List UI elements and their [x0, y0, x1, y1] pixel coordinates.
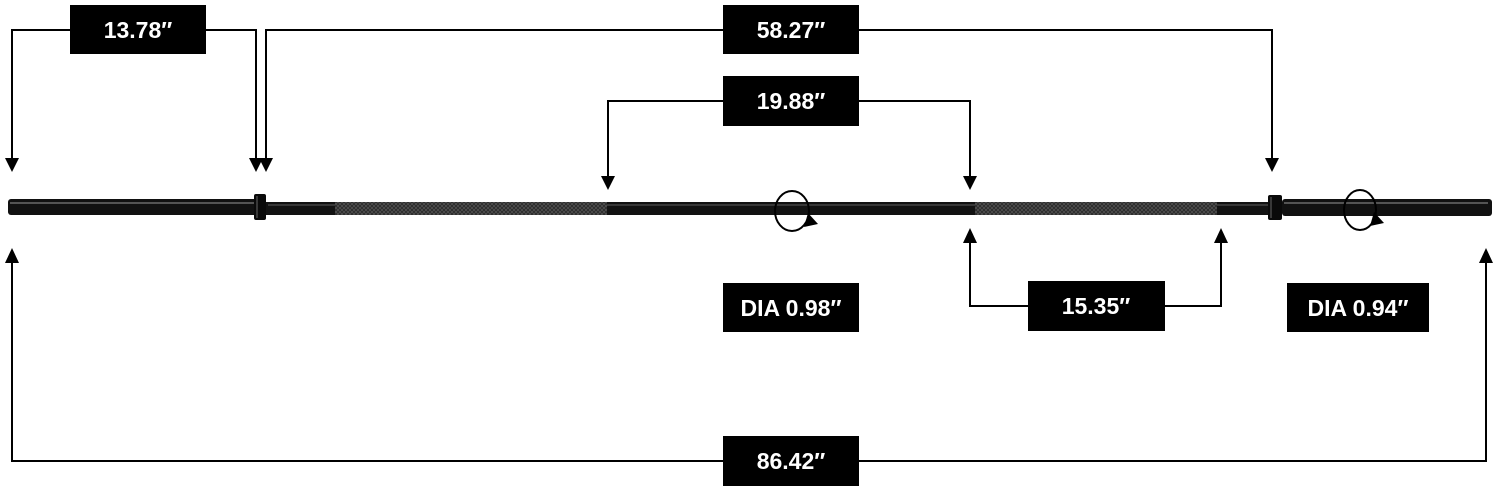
label-overall-length: 86.42″	[723, 436, 859, 486]
knurl-left	[335, 202, 607, 215]
right-sleeve	[1282, 199, 1492, 216]
left-sleeve	[8, 199, 260, 215]
right-collar	[1268, 195, 1282, 220]
label-overall-length-text: 86.42″	[757, 448, 826, 474]
label-center-grip-text: 19.88″	[757, 88, 826, 114]
label-center-grip: 19.88″	[723, 76, 859, 126]
dimension-line-overall-length	[5, 248, 1493, 462]
label-between-collars-text: 58.27″	[757, 17, 826, 43]
label-sleeve-diameter-text: DIA 0.94″	[1308, 295, 1409, 321]
knurl-right	[975, 202, 1217, 215]
left-collar	[254, 194, 266, 220]
label-sleeve-diameter: DIA 0.94″	[1287, 283, 1429, 332]
label-knurl-section: 15.35″	[1028, 281, 1165, 331]
label-left-sleeve: 13.78″	[70, 5, 206, 54]
rotation-icon-shaft	[774, 190, 818, 232]
label-shaft-diameter-text: DIA 0.98″	[741, 295, 842, 321]
label-left-sleeve-text: 13.78″	[104, 17, 173, 43]
label-shaft-diameter: DIA 0.98″	[723, 283, 859, 332]
label-between-collars: 58.27″	[723, 5, 859, 54]
barbell	[8, 194, 1492, 220]
rotation-icon-sleeve	[1343, 189, 1384, 231]
label-knurl-section-text: 15.35″	[1062, 293, 1131, 319]
